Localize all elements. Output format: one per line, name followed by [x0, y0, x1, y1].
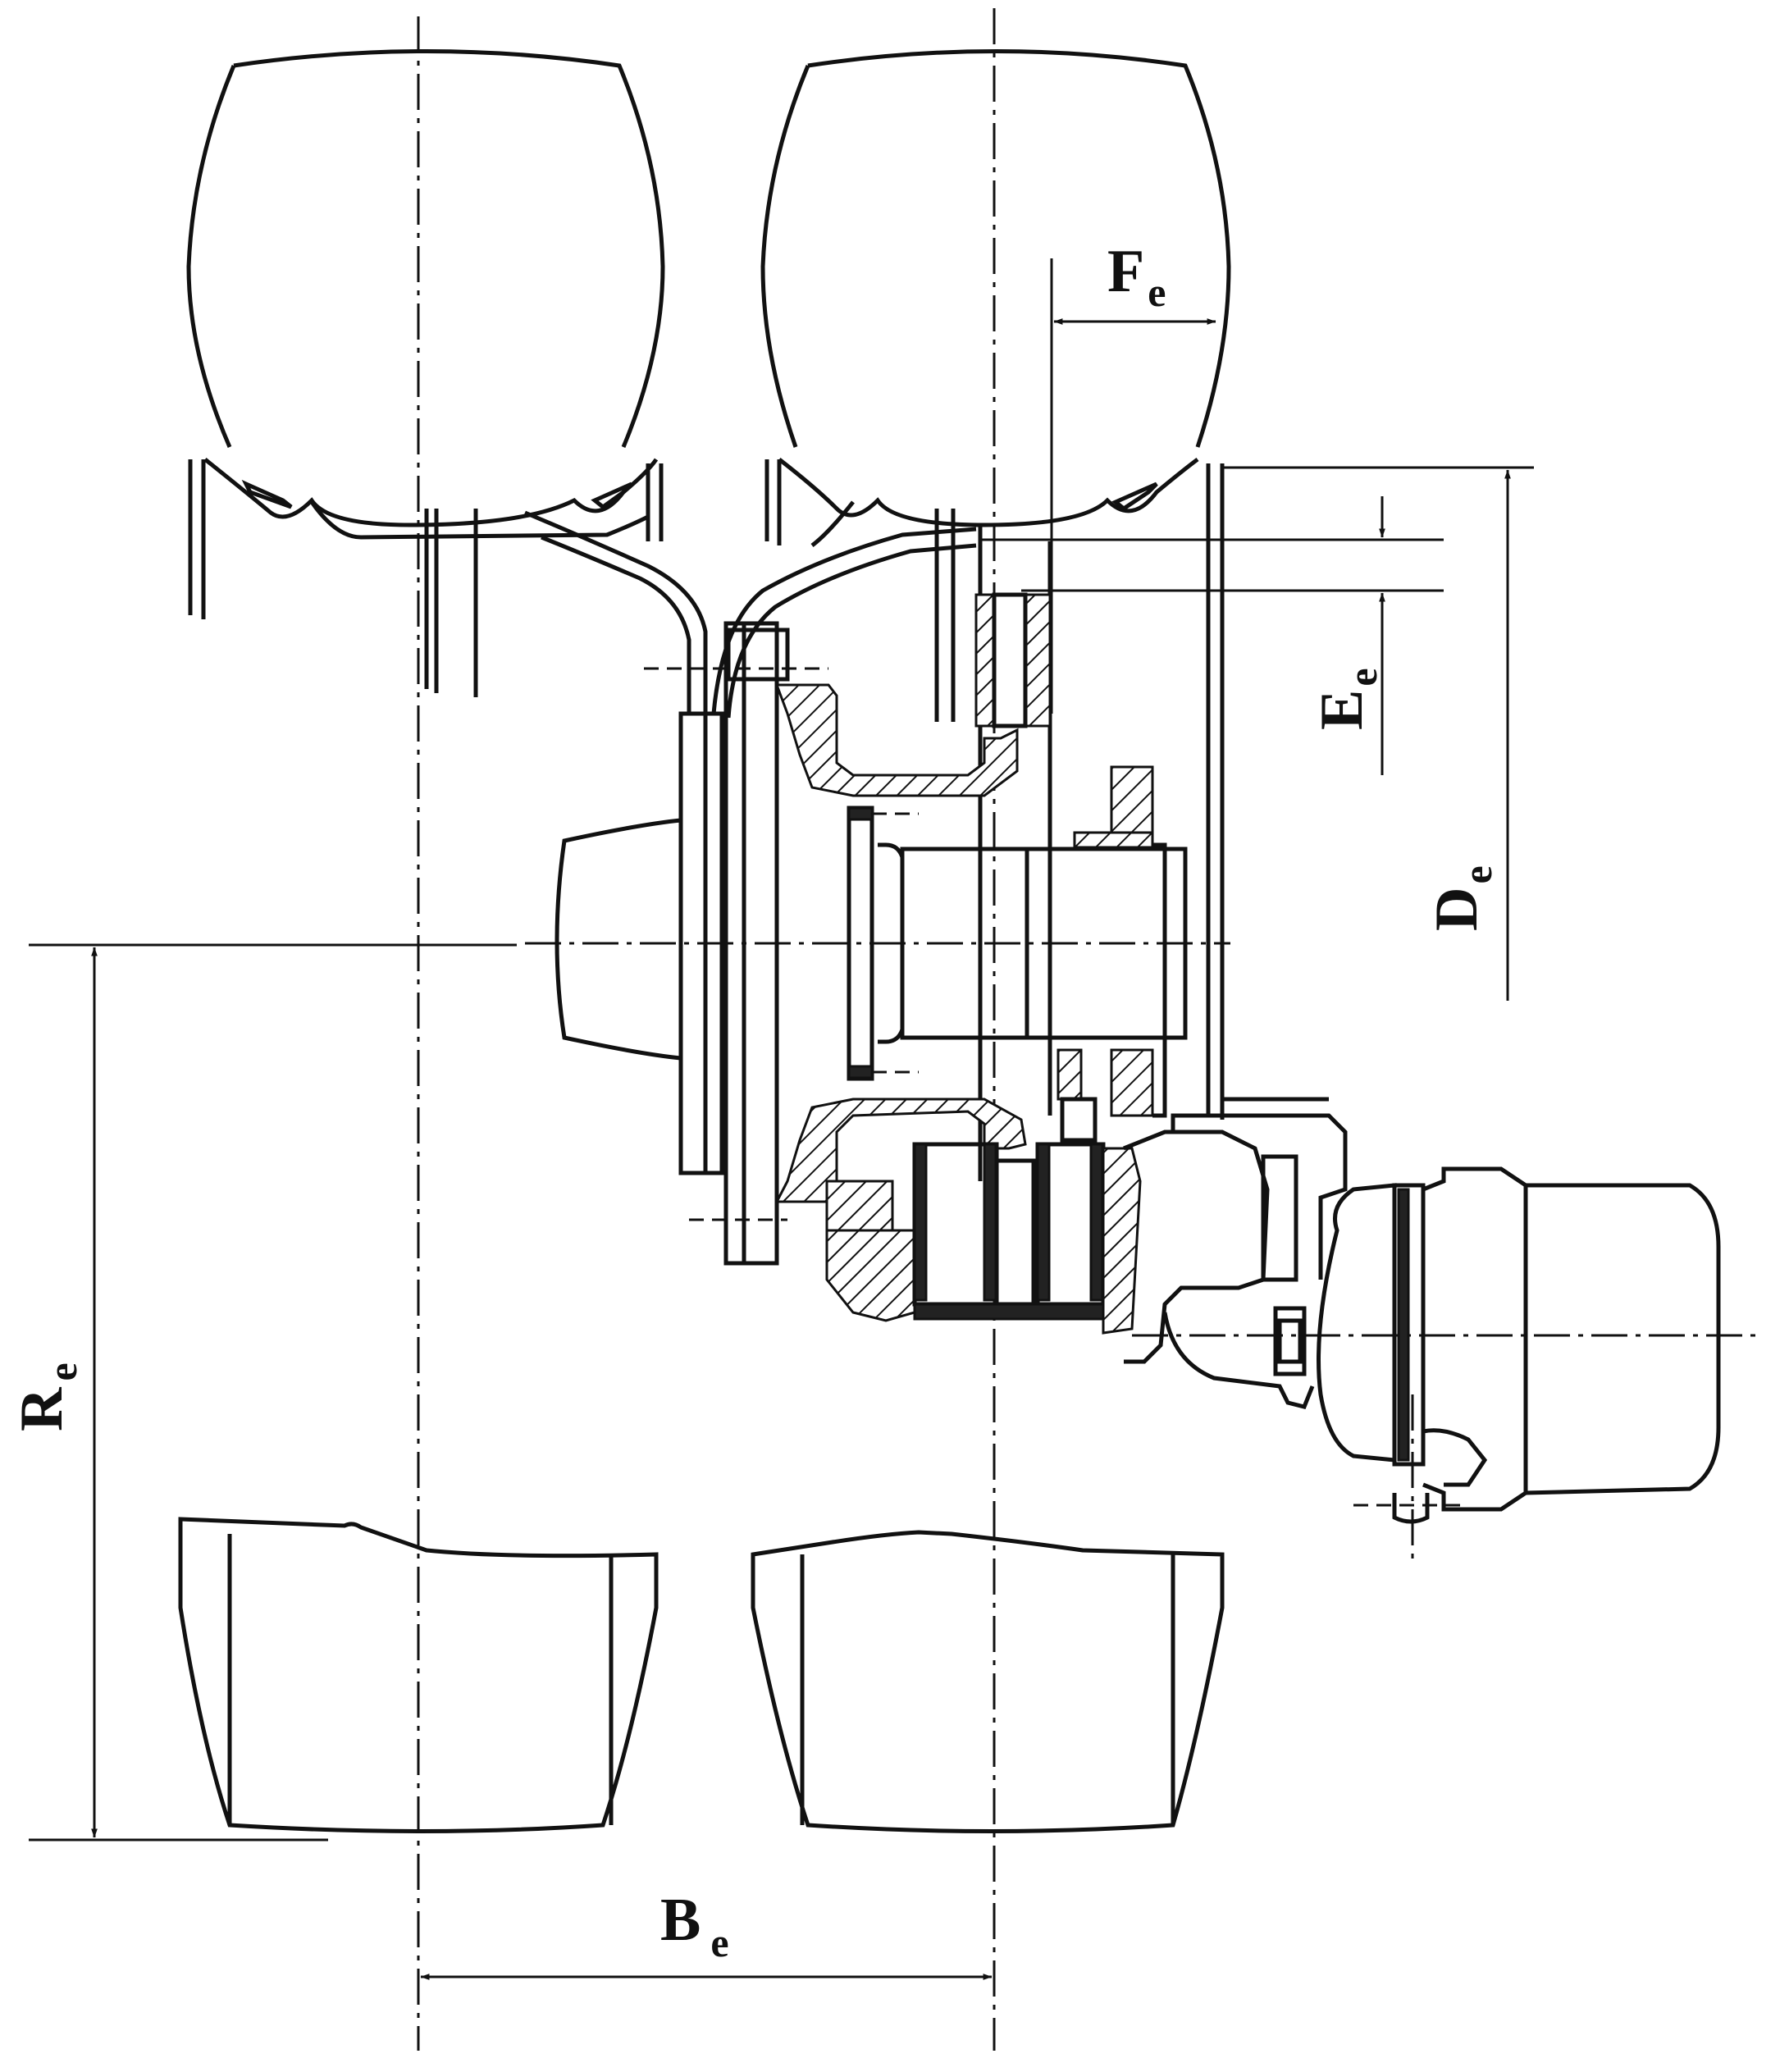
- label-ee: Ee: [1308, 668, 1385, 730]
- hub-assembly: [554, 592, 1721, 1524]
- lower-right-tyre: [751, 1530, 1225, 1833]
- upper-right-tyre: [711, 49, 1231, 1181]
- dimension-fe: [1050, 258, 1216, 714]
- label-re: Re: [8, 1362, 85, 1431]
- upper-left-tyre: [186, 49, 708, 714]
- lower-left-tyre: [178, 1517, 659, 1833]
- centerlines: [417, 8, 1764, 2051]
- dimension-ee: [980, 466, 1534, 775]
- label-de: De: [1423, 865, 1500, 931]
- label-fe: Fe: [1107, 238, 1166, 315]
- dimension-re: [29, 943, 517, 1842]
